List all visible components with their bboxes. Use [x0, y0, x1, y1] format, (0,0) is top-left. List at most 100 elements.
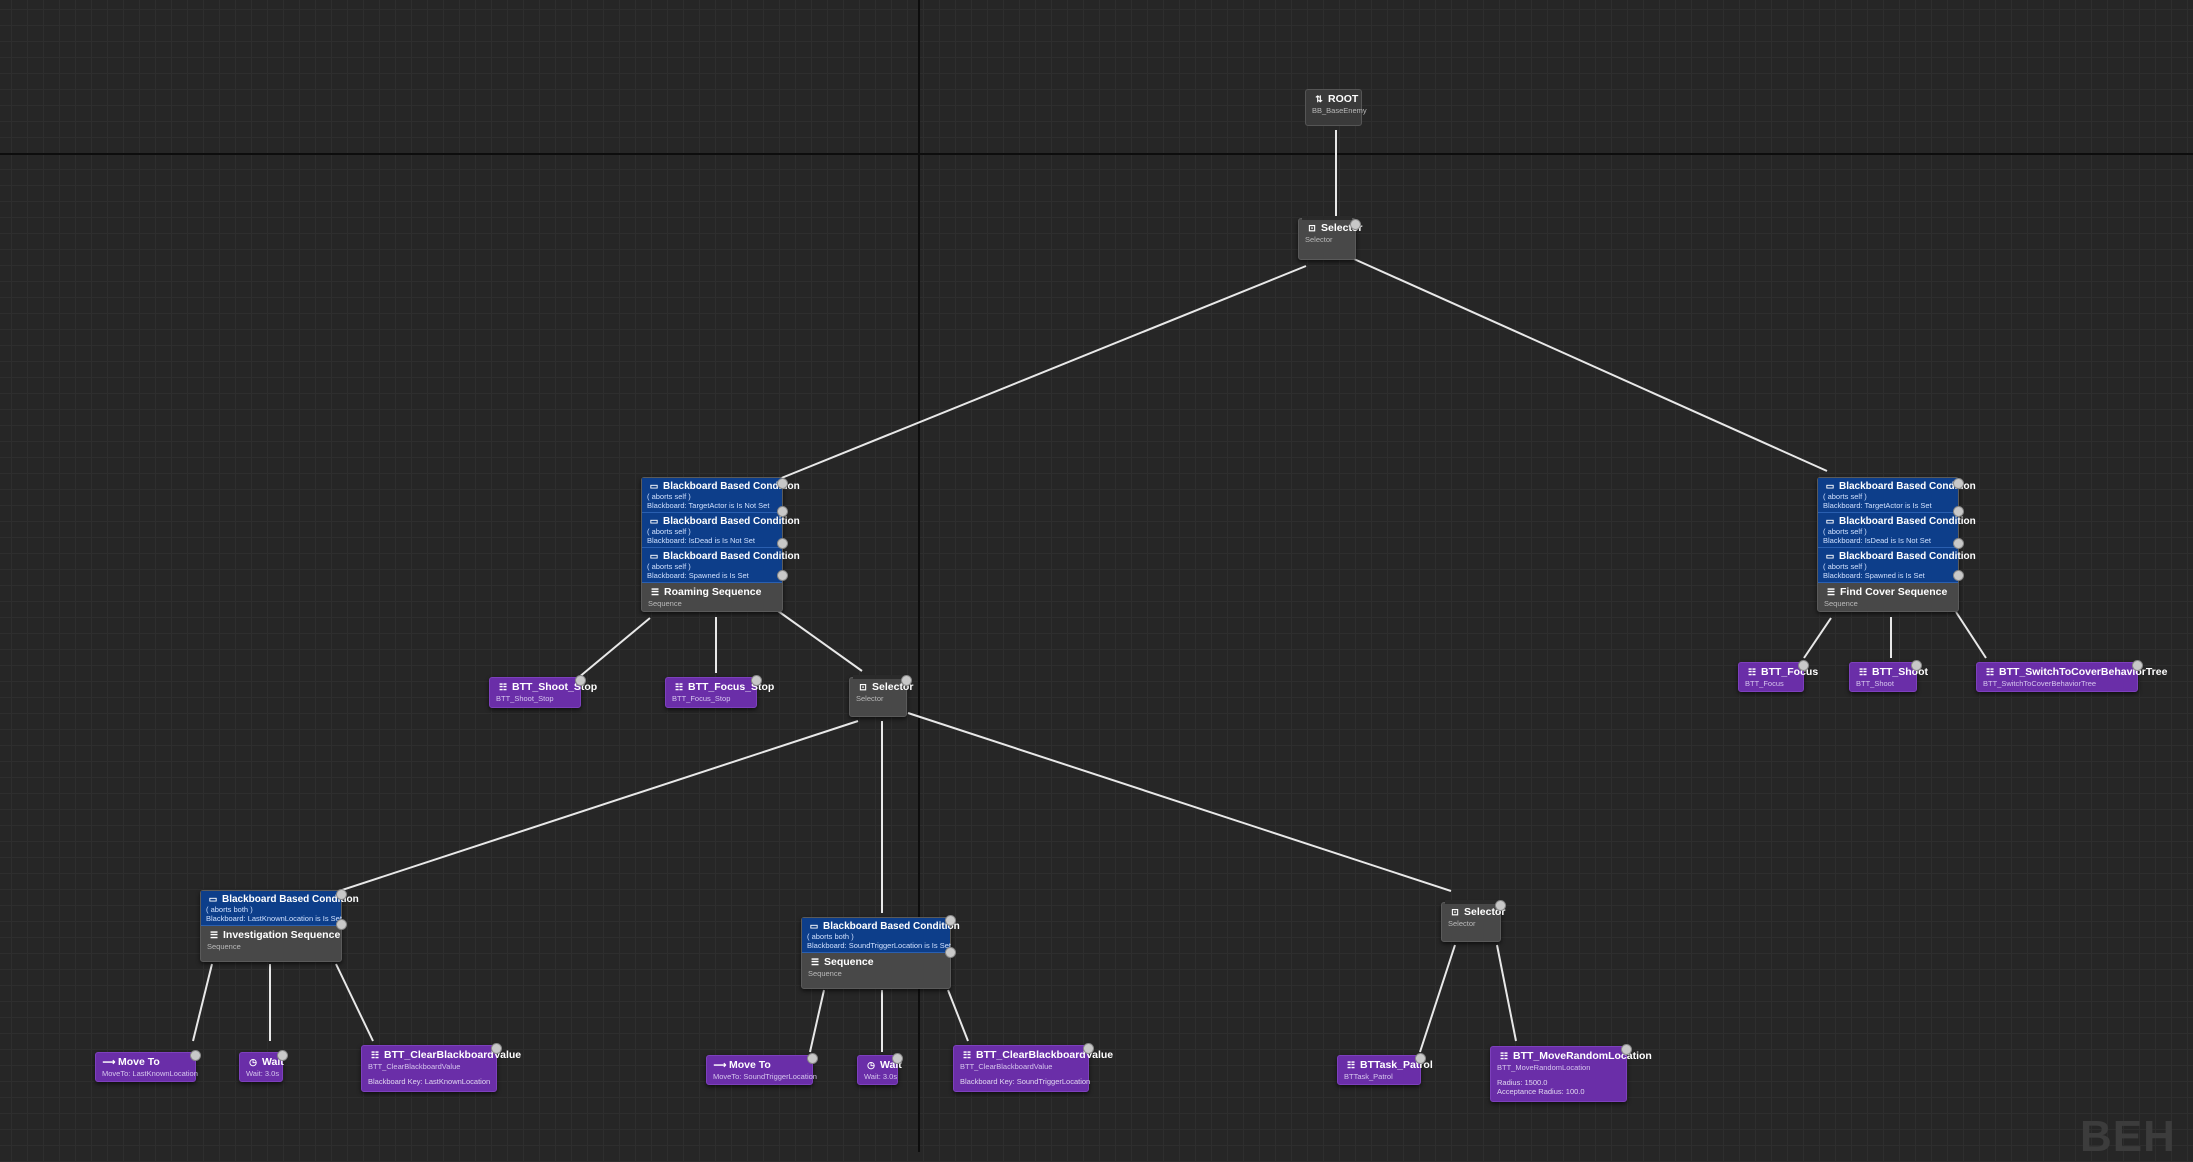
- decorator-blackboard-condition[interactable]: ▭Blackboard Based Condition ( aborts bot…: [201, 891, 359, 926]
- decorator-pin[interactable]: [777, 506, 788, 517]
- btt-focus-node[interactable]: ☷BTT_Focus BTT_Focus: [1738, 660, 1818, 692]
- decorator-pin[interactable]: [1953, 506, 1964, 517]
- wait-node[interactable]: ◷Wait Wait: 3.0s: [857, 1053, 903, 1085]
- decorator-abort: ( aborts self ): [1823, 562, 1867, 571]
- decorator-blackboard-condition[interactable]: ▭Blackboard Based Condition ( aborts sel…: [642, 548, 800, 583]
- selector-node[interactable]: ⊡Selector Selector: [1441, 900, 1506, 942]
- node-subtitle: BTTask_Patrol: [1344, 1072, 1393, 1081]
- decorator-pin[interactable]: [777, 570, 788, 581]
- output-pin[interactable]: [575, 675, 586, 686]
- decorator-blackboard-condition[interactable]: ▭Blackboard Based Condition ( aborts sel…: [642, 513, 800, 548]
- decorator-pin[interactable]: [1953, 570, 1964, 581]
- blackboard-icon: ▭: [649, 551, 659, 561]
- output-pin[interactable]: [751, 675, 762, 686]
- decorator-blackboard-condition[interactable]: ▭Blackboard Based Condition ( aborts sel…: [642, 478, 800, 513]
- decorator-pin[interactable]: [777, 538, 788, 549]
- task-icon: ☷: [1858, 667, 1868, 677]
- decorator-blackboard-condition[interactable]: ▭Blackboard Based Condition ( aborts sel…: [1818, 548, 1976, 583]
- wire: [1496, 944, 1517, 1042]
- input-pin[interactable]: [1302, 216, 1352, 220]
- move-arrow-icon: ⟶: [713, 1060, 727, 1070]
- output-pin[interactable]: [1083, 1043, 1094, 1054]
- decorator-abort: ( aborts self ): [1823, 527, 1867, 536]
- decorator-blackboard-condition[interactable]: ▭ Blackboard Based Condition ( aborts sel…: [1818, 513, 1976, 548]
- output-pin[interactable]: [1415, 1053, 1426, 1064]
- wait-node[interactable]: ◷Wait Wait: 3.0s: [239, 1050, 288, 1082]
- output-pin[interactable]: [1350, 219, 1361, 230]
- output-pin[interactable]: [1621, 1044, 1632, 1055]
- wire: [809, 989, 825, 1053]
- root-node[interactable]: ⇅ROOT BB_BaseEnemy: [1305, 89, 1367, 126]
- btt-switch-to-cover-node[interactable]: ☷BTT_SwitchToCoverBehaviorTree BTT_Switc…: [1976, 660, 2167, 692]
- node-subtitle: Selector: [1305, 235, 1333, 244]
- output-pin[interactable]: [1911, 660, 1922, 671]
- decorator-title: Blackboard Based Condition: [663, 551, 800, 562]
- decorator-pin[interactable]: [1953, 538, 1964, 549]
- output-pin[interactable]: [336, 889, 347, 900]
- wire: [335, 720, 859, 893]
- output-pin[interactable]: [1798, 660, 1809, 671]
- roaming-sequence-node[interactable]: ▭ Blackboard Based Condition ( aborts sel…: [641, 477, 800, 612]
- output-pin[interactable]: [190, 1050, 201, 1061]
- node-subtitle: BTT_SwitchToCoverBehaviorTree: [1983, 679, 2097, 688]
- node-subtitle: Selector: [856, 694, 884, 703]
- btt-shoot-stop-node[interactable]: ☷BTT_Shoot_Stop BTT_Shoot_Stop: [489, 675, 597, 708]
- btt-clear-blackboard-value-node[interactable]: ☷BTT_ClearBlackboardValue BTT_ClearBlack…: [953, 1043, 1113, 1092]
- decorator-title: Blackboard Based Condition: [1839, 516, 1976, 527]
- bttask-patrol-node[interactable]: ☷BTTask_Patrol BTTask_Patrol: [1337, 1053, 1433, 1085]
- wire: [778, 265, 1307, 480]
- output-pin[interactable]: [777, 478, 788, 489]
- output-pin[interactable]: [491, 1043, 502, 1054]
- node-title: BTT_ClearBlackboardValue: [976, 1049, 1114, 1061]
- decorator-pin[interactable]: [945, 947, 956, 958]
- btt-focus-stop-node[interactable]: ☷BTT_Focus_Stop BTT_Focus_Stop: [665, 675, 774, 708]
- selector-node[interactable]: ⊡Selector Selector: [1298, 216, 1362, 260]
- find-cover-sequence-node[interactable]: ▭ Blackboard Based Condition ( aborts sel…: [1817, 477, 1976, 612]
- node-subtitle: BTT_Focus_Stop: [672, 694, 731, 703]
- node-subtitle: BTT_MoveRandomLocation: [1497, 1063, 1591, 1072]
- node-title: Move To: [118, 1056, 160, 1068]
- input-pin[interactable]: [853, 675, 903, 679]
- node-subtitle: BB_BaseEnemy: [1312, 106, 1367, 115]
- investigation-sequence-node[interactable]: ▭Blackboard Based Condition ( aborts bot…: [200, 889, 359, 962]
- output-pin[interactable]: [892, 1053, 903, 1064]
- decorator-abort: ( aborts self ): [647, 527, 691, 536]
- btt-shoot-node[interactable]: ☷BTT_Shoot BTT_Shoot: [1849, 660, 1928, 692]
- wire: [1955, 611, 1987, 659]
- wire: [1353, 258, 1828, 472]
- selector-icon: ⊡: [1451, 907, 1459, 917]
- decorator-blackboard-condition[interactable]: ▭Blackboard Based Condition ( aborts bot…: [802, 918, 960, 953]
- node-subtitle: Sequence: [808, 969, 842, 978]
- btt-clear-blackboard-value-node[interactable]: ☷BTT_ClearBlackboardValue BTT_ClearBlack…: [361, 1043, 521, 1092]
- sequence-icon: ☰: [1826, 587, 1836, 597]
- wire: [907, 712, 1452, 892]
- task-icon: ☷: [370, 1050, 380, 1060]
- output-pin[interactable]: [945, 915, 956, 926]
- output-pin[interactable]: [277, 1050, 288, 1061]
- node-property: Radius: 1500.0: [1497, 1078, 1548, 1087]
- decorator-title: Blackboard Based Condition: [823, 921, 960, 932]
- blackboard-icon: ▭: [1825, 516, 1835, 526]
- input-pin[interactable]: [1445, 900, 1497, 904]
- output-pin[interactable]: [1495, 900, 1506, 911]
- move-to-node[interactable]: ⟶Move To MoveTo: SoundTriggerLocation: [706, 1053, 818, 1085]
- output-pin[interactable]: [901, 675, 912, 686]
- node-subtitle: MoveTo: SoundTriggerLocation: [713, 1072, 817, 1081]
- btt-move-random-location-node[interactable]: ☷BTT_MoveRandomLocation BTT_MoveRandomLo…: [1490, 1044, 1652, 1102]
- graph-origin-horizontal-axis: [0, 153, 2193, 155]
- clock-icon: ◷: [867, 1060, 875, 1070]
- node-title: BTTask_Patrol: [1360, 1059, 1433, 1071]
- decorator-key: Blackboard: TargetActor is Is Set: [1823, 500, 1932, 510]
- output-pin[interactable]: [807, 1053, 818, 1064]
- node-title: Roaming Sequence: [664, 586, 762, 598]
- output-pin[interactable]: [1953, 478, 1964, 489]
- move-to-node[interactable]: ⟶Move To MoveTo: LastKnownLocation: [95, 1050, 201, 1082]
- sequence-icon: ☰: [209, 930, 219, 940]
- sequence-icon: ☰: [650, 587, 660, 597]
- decorator-blackboard-condition[interactable]: ▭Blackboard Based Condition ( aborts sel…: [1818, 478, 1976, 513]
- sound-sequence-node[interactable]: ▭Blackboard Based Condition ( aborts bot…: [801, 915, 960, 989]
- decorator-pin[interactable]: [336, 919, 347, 930]
- output-pin[interactable]: [2132, 660, 2143, 671]
- task-icon: ☷: [674, 682, 684, 692]
- selector-node[interactable]: ⊡Selector Selector: [849, 675, 913, 717]
